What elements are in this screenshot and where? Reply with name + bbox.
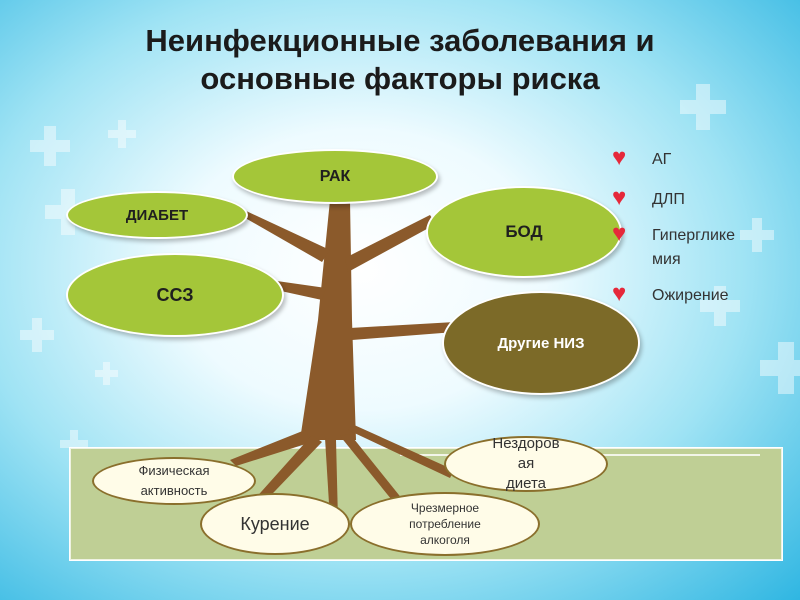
leaf-ssz-label: ССЗ bbox=[156, 284, 194, 305]
heart-icon: ♥ bbox=[612, 220, 627, 247]
heart-icon: ♥ bbox=[612, 184, 627, 211]
title-line-1: Неинфекционные заболевания и bbox=[145, 23, 655, 58]
tree-trunk bbox=[230, 200, 455, 520]
bullet-ag: ♥ АГ bbox=[612, 144, 797, 172]
leaf-ssz: ССЗ bbox=[66, 253, 284, 337]
risk-smoking: Курение bbox=[200, 493, 350, 555]
leaf-diabet: ДИАБЕТ bbox=[66, 191, 248, 239]
bullet-hyperglycemia: ♥ Гипергликемия bbox=[612, 220, 744, 272]
risk-physical-activity: Физическая активность bbox=[92, 457, 256, 505]
bullet-hyperglycemia-text: Гипергликемия bbox=[652, 227, 735, 268]
heart-icon: ♥ bbox=[612, 280, 627, 307]
bullet-dlp-text: ДЛП bbox=[652, 191, 685, 208]
risk-alcohol-line-1: Чрезмерное bbox=[410, 501, 480, 515]
leaf-rak: РАК bbox=[232, 149, 438, 204]
risk-smoking-label: Курение bbox=[240, 513, 310, 534]
heart-icon: ♥ bbox=[612, 144, 627, 171]
risk-physical-activity-line-1: Физическая bbox=[138, 463, 210, 478]
leaf-other-niz: Другие НИЗ bbox=[442, 291, 640, 395]
risk-unhealthy-diet-line-3: диета bbox=[505, 475, 547, 492]
risk-unhealthy-diet: Нездоров ая диета bbox=[444, 435, 608, 492]
bullet-obesity: ♥ Ожирение bbox=[612, 280, 797, 308]
risk-markers-list: ♥ АГ ♥ ДЛП ♥ Гипергликемия ♥ Ожирение bbox=[612, 144, 797, 320]
risk-alcohol-line-2: потребление bbox=[409, 517, 481, 531]
title-line-2: основные факторы риска bbox=[200, 61, 600, 96]
bullet-ag-text: АГ bbox=[652, 151, 672, 168]
page-title: Неинфекционные заболевания и основные фа… bbox=[0, 22, 800, 98]
leaf-diabet-label: ДИАБЕТ bbox=[125, 206, 189, 224]
risk-alcohol: Чрезмерное потребление алкоголя bbox=[350, 492, 540, 556]
leaf-bod: БОД bbox=[426, 186, 622, 278]
leaf-rak-label: РАК bbox=[319, 167, 351, 185]
bullet-obesity-text: Ожирение bbox=[652, 287, 729, 304]
leaf-bod-label: БОД bbox=[505, 222, 543, 241]
leaf-other-niz-label: Другие НИЗ bbox=[497, 334, 585, 352]
risk-physical-activity-line-2: активность bbox=[140, 483, 208, 498]
risk-unhealthy-diet-line-2: ая bbox=[517, 455, 535, 472]
risk-unhealthy-diet-line-1: Нездоров bbox=[492, 435, 560, 452]
bullet-dlp: ♥ ДЛП bbox=[612, 184, 797, 212]
risk-alcohol-line-3: алкоголя bbox=[420, 533, 470, 547]
